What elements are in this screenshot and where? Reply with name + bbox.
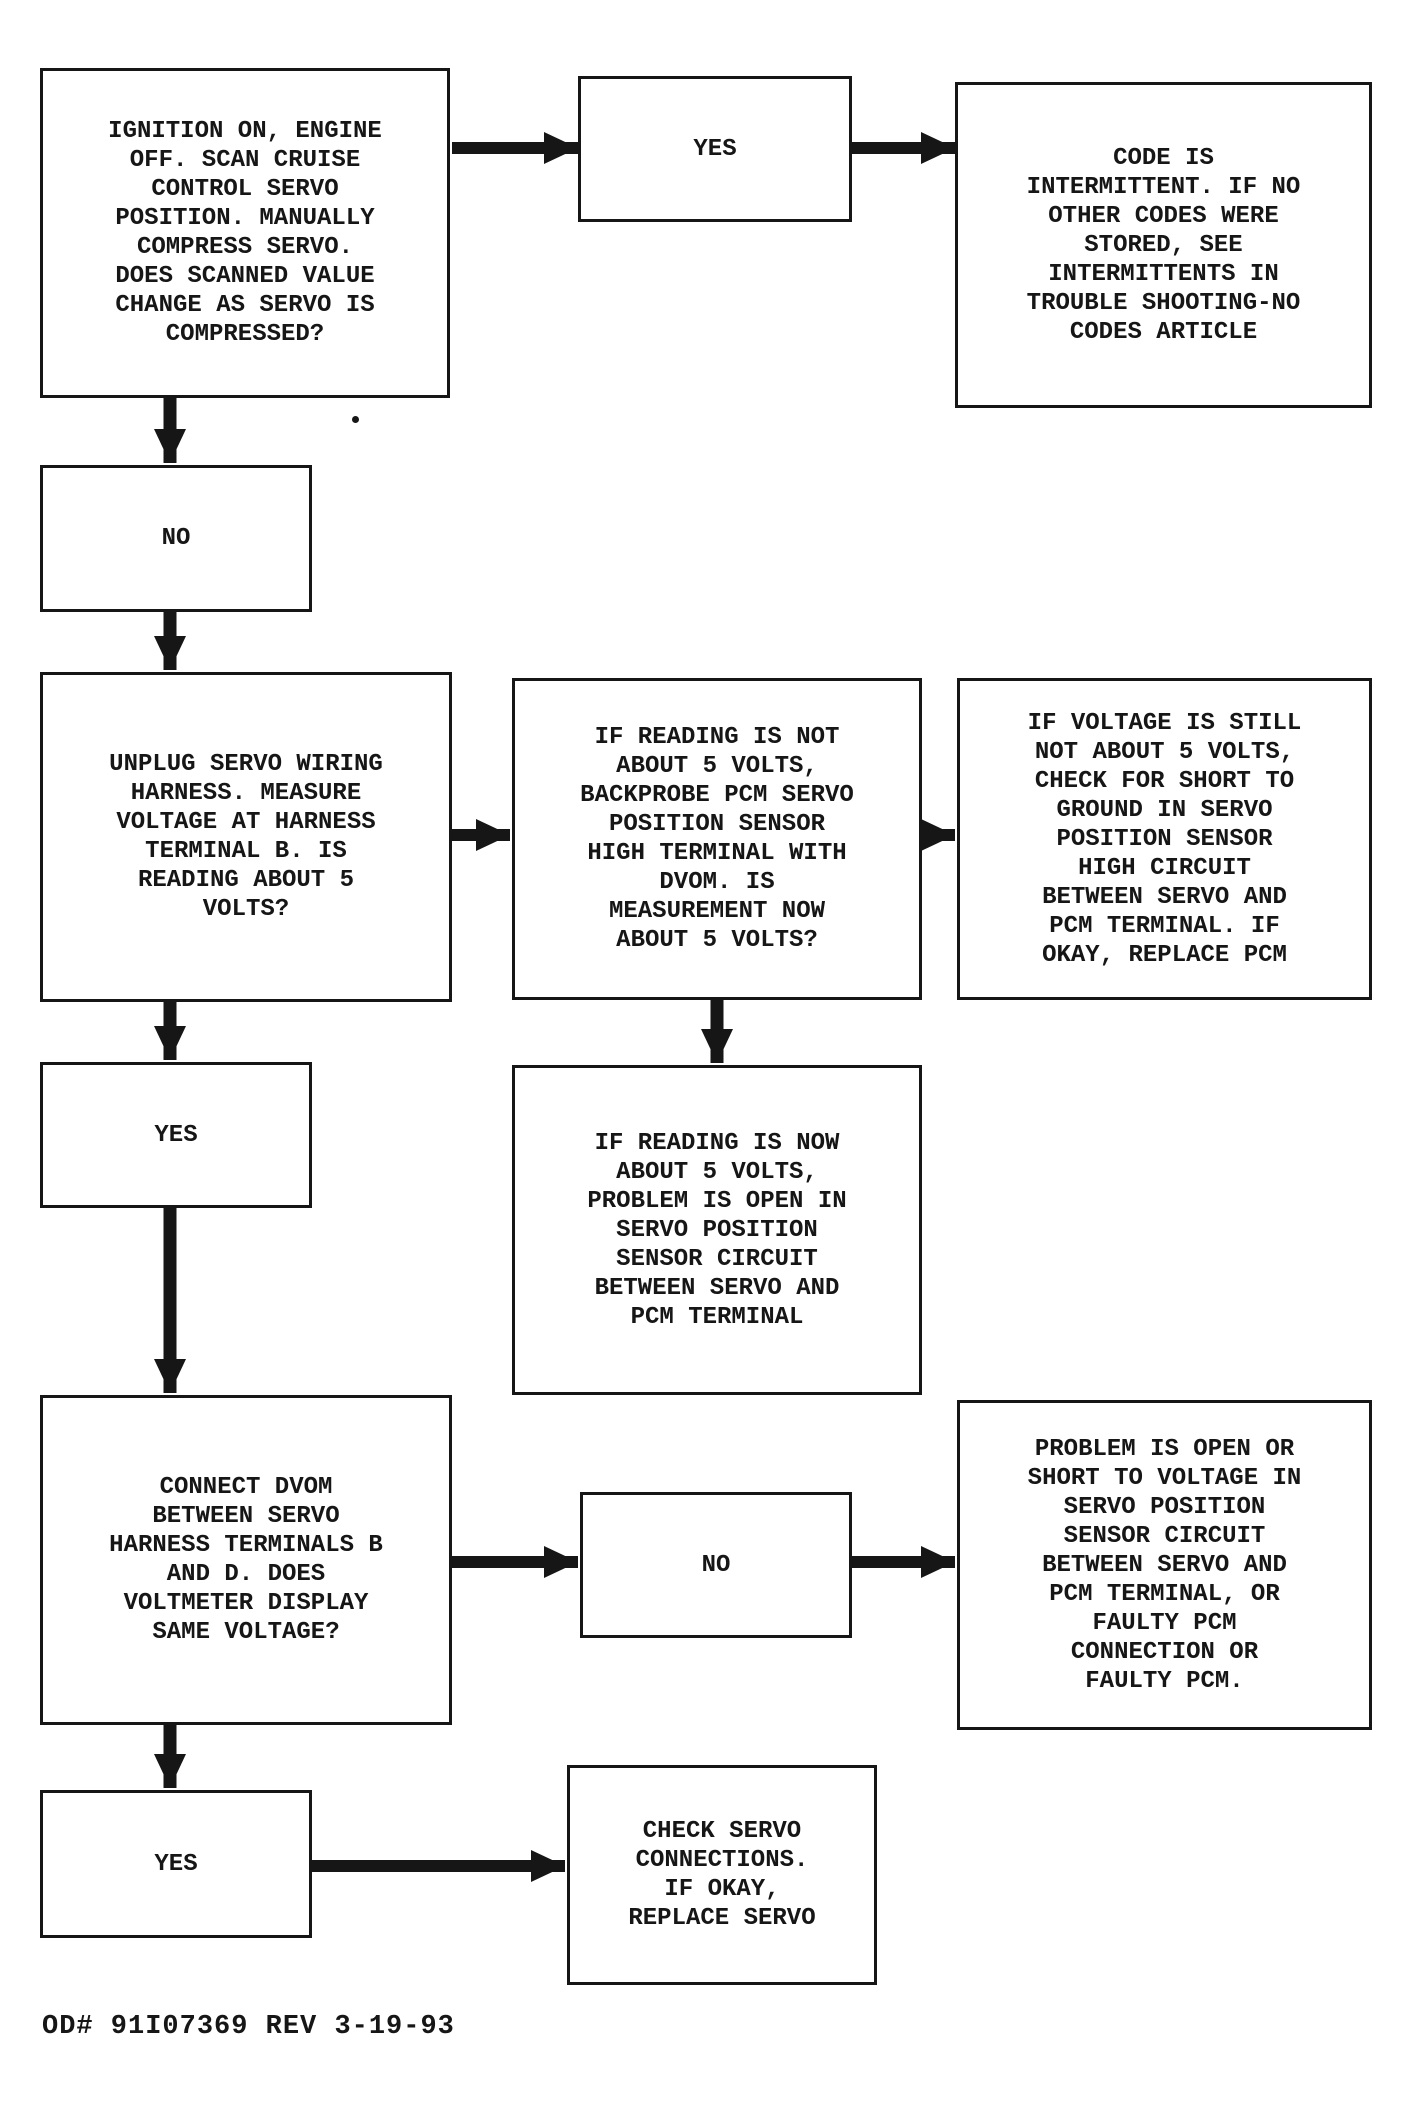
node-code-intermittent: CODE IS INTERMITTENT. IF NO OTHER CODES … <box>955 82 1372 408</box>
node-yes-2: YES <box>40 1062 312 1208</box>
node-backprobe: IF READING IS NOT ABOUT 5 VOLTS, BACKPRO… <box>512 678 922 1000</box>
node-open-or-short: PROBLEM IS OPEN OR SHORT TO VOLTAGE IN S… <box>957 1400 1372 1730</box>
node-check-servo: CHECK SERVO CONNECTIONS. IF OKAY, REPLAC… <box>567 1765 877 1985</box>
node-connect-dvom: CONNECT DVOM BETWEEN SERVO HARNESS TERMI… <box>40 1395 452 1725</box>
document-id-footer: OD# 91I07369 REV 3-19-93 <box>42 2012 455 2042</box>
node-yes-3: YES <box>40 1790 312 1938</box>
node-no-1: NO <box>40 465 312 612</box>
node-unplug-servo: UNPLUG SERVO WIRING HARNESS. MEASURE VOL… <box>40 672 452 1002</box>
node-no-2: NO <box>580 1492 852 1638</box>
node-open-in-circuit: IF READING IS NOW ABOUT 5 VOLTS, PROBLEM… <box>512 1065 922 1395</box>
node-start: IGNITION ON, ENGINE OFF. SCAN CRUISE CON… <box>40 68 450 398</box>
stray-dot <box>352 416 359 423</box>
node-yes-1: YES <box>578 76 852 222</box>
node-short-to-ground: IF VOLTAGE IS STILL NOT ABOUT 5 VOLTS, C… <box>957 678 1372 1000</box>
